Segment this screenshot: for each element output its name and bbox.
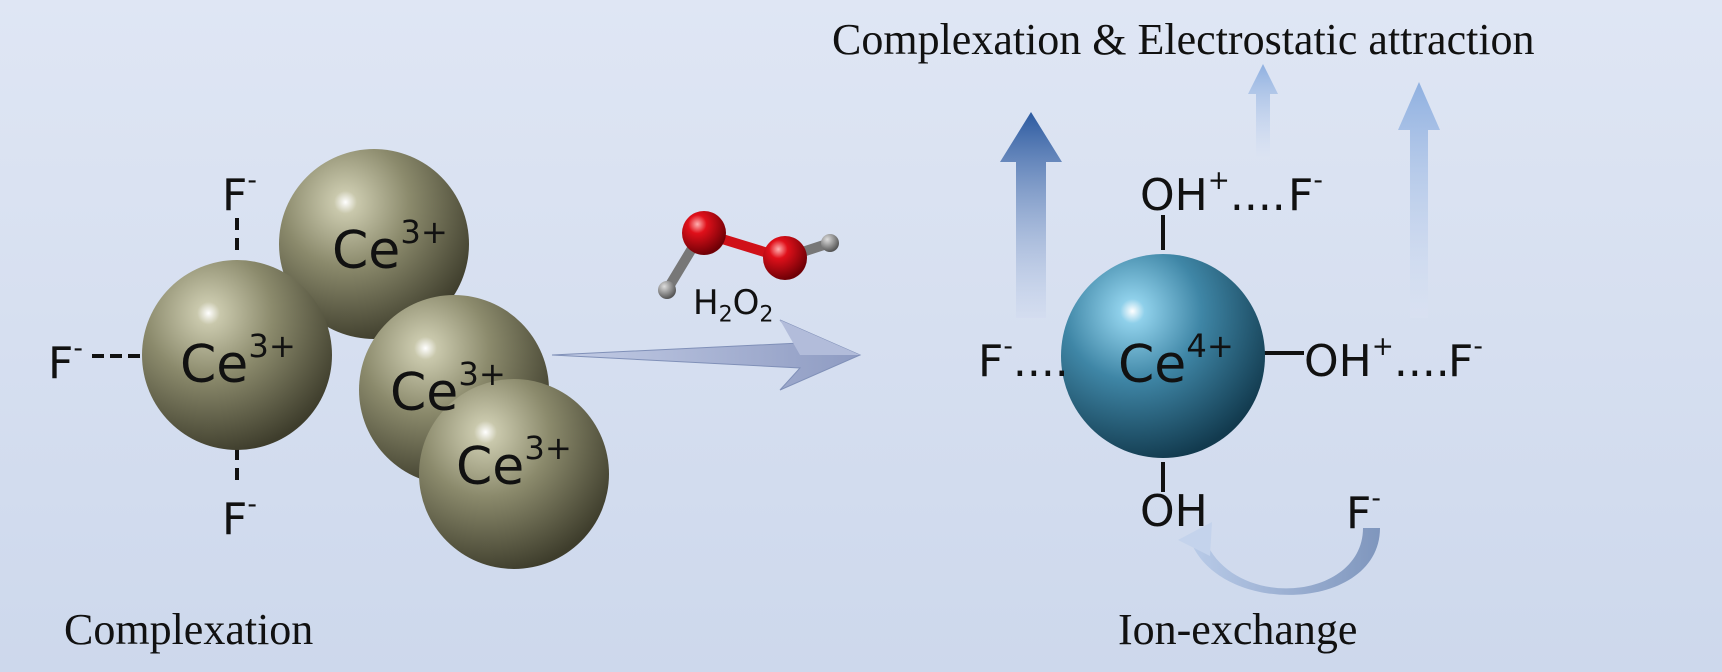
fluoride-left-of-ce4-label: F-....: [978, 331, 1069, 388]
fluoride-left-label: F-: [48, 333, 83, 390]
hydrogen-atom: [821, 234, 839, 252]
oxygen-atom: [763, 236, 807, 280]
ce4-sphere: [1061, 254, 1265, 458]
fluoride-right-label: F-: [1448, 331, 1483, 388]
hydroxyl-top-label: OH+....: [1140, 165, 1286, 222]
fluoride-exchange-label: F-: [1346, 483, 1381, 540]
ce3-label: Ce3+: [390, 355, 506, 424]
ce3-sphere: [279, 149, 469, 339]
ion-exchange-arrow: [1178, 522, 1380, 595]
fluoride-top-label: F-: [222, 165, 257, 222]
ce4-label: Ce4+: [1118, 327, 1234, 396]
up-arrow-light: [1398, 82, 1440, 318]
hydrogen-atom: [658, 281, 676, 299]
hydroxyl-right-label: OH+....: [1304, 331, 1450, 388]
reaction-arrow: [551, 319, 862, 391]
up-arrow-dark: [1000, 112, 1062, 318]
hydroxyl-bottom-label: OH: [1140, 486, 1208, 537]
ce3-label: Ce3+: [332, 213, 448, 282]
right-caption: Ion-exchange: [1118, 605, 1358, 654]
left-caption: Complexation: [64, 605, 314, 654]
h2o2-molecule: [658, 211, 839, 299]
h2o2-label: H2O2: [693, 283, 774, 328]
oxygen-atom: [682, 211, 726, 255]
ce3-label: Ce3+: [456, 429, 572, 498]
fluoride-top-right-label: F-: [1288, 165, 1323, 222]
ce3-sphere: [142, 260, 332, 450]
ce3-label: Ce3+: [180, 327, 296, 396]
figure-title: Complexation & Electrostatic attraction: [832, 15, 1535, 64]
ce3-sphere: [419, 379, 609, 569]
fluoride-bottom-label: F-: [222, 489, 257, 546]
up-arrow-small: [1248, 64, 1278, 158]
